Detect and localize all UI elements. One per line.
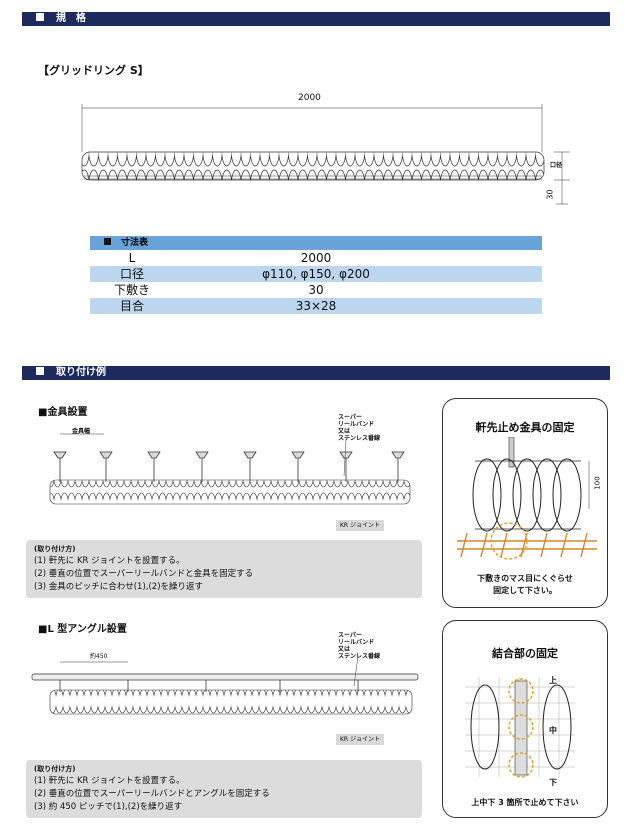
panel-title: 結合部の固定: [492, 647, 558, 660]
step-2: (2) 垂直の位置でスーパーリールバンドとアングルを固定する: [34, 789, 270, 799]
angle-install-drawing: [31, 656, 419, 715]
band-label: スーパー リールバンド 又は ステンレス番線: [338, 632, 381, 660]
square-bullet-icon: [36, 13, 44, 21]
install2-title: ■L 型アングル設置: [38, 624, 127, 635]
joint-drawing: [465, 677, 575, 778]
panel-eaves-bracket: 軒先止め金具の固定 100 下敷きのマス目にくぐらせ 固定して下さい。: [442, 398, 608, 608]
spec-table-header: 寸法表: [90, 236, 542, 250]
square-bullet-icon: [36, 367, 44, 375]
square-bullet-icon: [104, 238, 111, 245]
joint-label: KR ジョイント: [336, 520, 385, 531]
step-1: (1) 軒先に KR ジョイントを設置する。: [34, 776, 185, 786]
howto-box-2: (取り付け方) (1) 軒先に KR ジョイントを設置する。 (2) 垂直の位置…: [26, 760, 422, 818]
howto-box-1: (取り付け方) (1) 軒先に KR ジョイントを設置する。 (2) 垂直の位置…: [26, 540, 422, 598]
dimension-label: 100: [593, 476, 602, 490]
band-label: スーパー リールバンド 又は ステンレス番線: [338, 414, 381, 442]
label-middle: 中: [549, 726, 557, 735]
eaves-bracket-drawing: [457, 437, 597, 560]
section-title: 規 格: [56, 13, 86, 24]
label-bottom: 下: [549, 778, 557, 787]
panel-caption: 上中下 3 箇所で止めて下さい: [471, 798, 579, 807]
step-3: (3) 金具のピッチに合わせ(1),(2)を繰り返す: [34, 582, 204, 592]
length-label: 2000: [298, 93, 321, 103]
bracket-install-drawing: [49, 433, 411, 505]
bracket-width-label: 金具幅: [72, 428, 91, 435]
product-name: 【グリッドリング S】: [38, 64, 149, 77]
panel-caption: 下敷きのマス目にくぐらせ 固定して下さい。: [477, 574, 573, 595]
section-header-install: 取り付け例: [22, 366, 610, 380]
panel-joint: 結合部の固定 上 中 下 上中下 3 箇所で止めて下さい: [442, 620, 608, 818]
section-header-spec: 規 格: [22, 12, 610, 26]
label-top: 上: [549, 676, 557, 685]
step-3: (3) 約 450 ピッチで(1),(2)を繰り返す: [34, 802, 183, 812]
joint-label: KR ジョイント: [336, 734, 385, 745]
diameter-label: 口径: [550, 162, 563, 169]
height-label: 30: [545, 189, 555, 200]
step-2: (2) 垂直の位置でスーパーリールバンドと金具を固定する: [34, 569, 254, 579]
section-title: 取り付け例: [56, 367, 106, 378]
install1-title: ■金具設置: [38, 407, 88, 418]
grid-ring-drawing: [81, 104, 570, 205]
pitch-label: 約450: [90, 653, 108, 660]
step-1: (1) 軒先に KR ジョイントを設置する。: [34, 556, 185, 566]
panel-title: 軒先止め金具の固定: [475, 421, 575, 434]
